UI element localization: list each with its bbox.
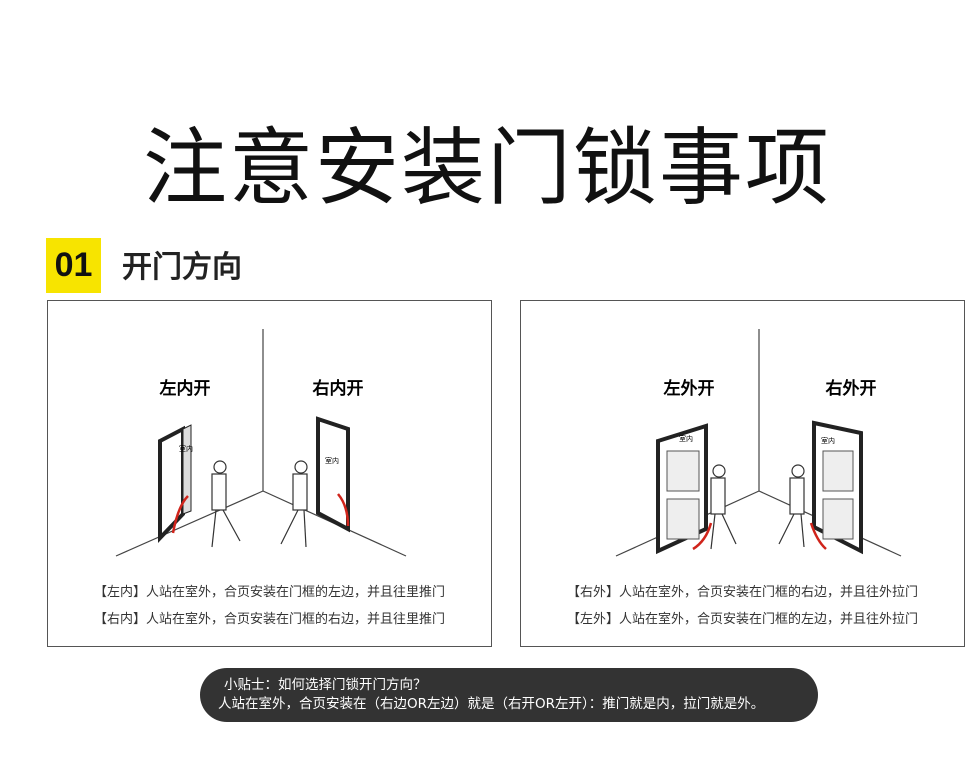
section-heading: 开门方向 — [122, 250, 242, 285]
svg-text:室内: 室内 — [679, 434, 693, 443]
arrow-icon — [692, 522, 713, 551]
door-left-inward: 室内 — [158, 424, 193, 543]
arrow-icon — [337, 493, 350, 527]
label-right-inward: 右内开 — [313, 378, 364, 399]
svg-text:室内: 室内 — [821, 436, 835, 445]
panel-outward-opening: 左外开 右外开 室内 室内 【右外】人站在室外，合页安装在门框的右边，并且往外拉… — [520, 300, 965, 647]
caption-left-outward: 【左外】人站在室外，合页安装在门框的左边，并且往外拉门 — [566, 612, 918, 627]
caption-right-inward: 【右内】人站在室外，合页安装在门框的右边，并且往里推门 — [93, 612, 445, 627]
section-number-badge: 01 — [46, 238, 101, 293]
door-right-outward: 室内 — [809, 420, 863, 555]
label-right-outward: 右外开 — [826, 378, 877, 399]
arrow-icon — [809, 522, 827, 550]
person-right — [280, 460, 308, 548]
caption-left-inward: 【左内】人站在室外，合页安装在门框的左边，并且往里推门 — [93, 585, 445, 600]
label-left-inward: 左内开 — [160, 378, 211, 399]
person-right — [778, 464, 805, 548]
svg-text:室内: 室内 — [325, 456, 339, 465]
label-left-outward: 左外开 — [664, 378, 715, 399]
arrow-icon — [171, 495, 189, 534]
person-left — [211, 460, 241, 548]
tip-body: 人站在室外，合页安装在（右边OR左边）就是（右开OR左开）：推门就是内，拉门就是… — [218, 696, 765, 712]
panel-inward-opening: 左内开 右内开 室内 室内 【左内】人站在室外，合页安装在门框的左边，并且往里推… — [47, 300, 492, 647]
page-title: 注意安装门锁事项 — [142, 119, 831, 217]
outward-door-illustration: 左外开 右外开 室内 室内 — [615, 329, 902, 557]
inward-door-illustration: 左内开 右内开 室内 室内 — [115, 329, 407, 557]
tip-title: 小贴士：如何选择门锁开门方向？ — [224, 677, 427, 693]
person-left — [710, 464, 737, 550]
caption-right-outward: 【右外】人站在室外，合页安装在门框的右边，并且往外拉门 — [566, 585, 918, 600]
door-right-inward: 室内 — [316, 416, 350, 533]
door-left-outward: 室内 — [656, 423, 713, 555]
svg-text:室内: 室内 — [179, 444, 193, 453]
tip-banner: 小贴士：如何选择门锁开门方向？ 人站在室外，合页安装在（右边OR左边）就是（右开… — [200, 668, 818, 722]
